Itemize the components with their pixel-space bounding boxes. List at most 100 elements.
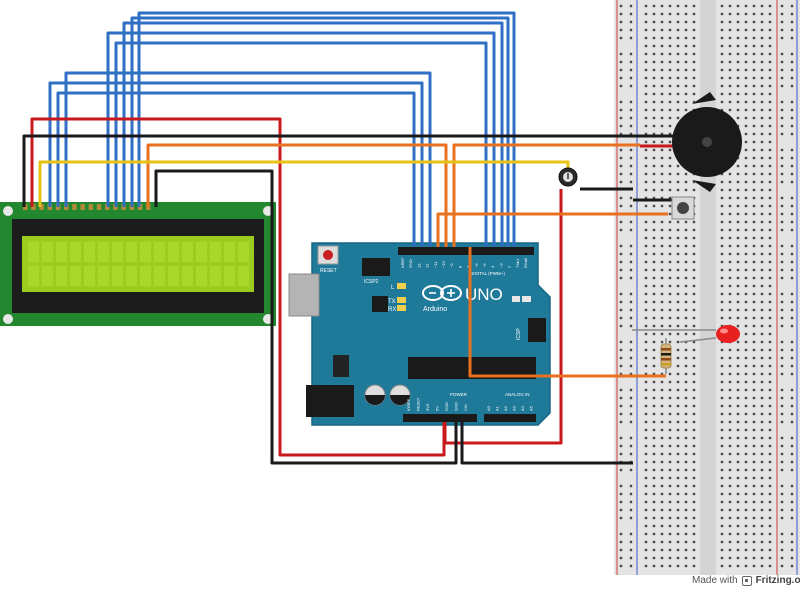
breadboard-hole [760,468,764,472]
breadboard-hole [660,396,664,400]
breadboard-hole [652,484,656,488]
breadboard-hole [676,460,680,464]
breadboard-hole [660,340,664,344]
breadboard-hole [668,500,672,504]
breadboard-hole [676,516,680,520]
breadboard-hole [790,36,794,40]
breadboard-hole [736,108,740,112]
usb-chip [372,296,388,312]
breadboard-hole [684,44,688,48]
breadboard-hole [728,532,732,536]
breadboard-hole [668,196,672,200]
breadboard-hole [652,28,656,32]
breadboard-hole [736,260,740,264]
wire [436,212,668,247]
breadboard-hole [668,292,672,296]
lcd-char-cell [224,266,235,286]
breadboard-hole [780,508,784,512]
breadboard-hole [720,564,724,568]
breadboard-hole [629,268,633,272]
breadboard-hole [720,452,724,456]
breadboard-hole [780,324,784,328]
breadboard-hole [629,308,633,312]
breadboard-hole [668,236,672,240]
breadboard-hole [684,372,688,376]
breadboard-hole [790,420,794,424]
breadboard-hole [720,52,724,56]
breadboard-hole [652,420,656,424]
breadboard-hole [790,484,794,488]
breadboard-hole [736,164,740,168]
on-led-pad [522,296,531,302]
breadboard-hole [619,444,623,448]
breadboard-hole [728,84,732,88]
breadboard-hole [768,460,772,464]
breadboard-hole [768,372,772,376]
breadboard-hole [780,252,784,256]
breadboard-hole [684,252,688,256]
breadboard-hole [744,548,748,552]
breadboard-hole [768,68,772,72]
breadboard-hole [629,276,633,280]
breadboard-hole [768,140,772,144]
breadboard-hole [676,316,680,320]
breadboard-hole [736,428,740,432]
breadboard-hole [790,372,794,376]
breadboard-hole [752,524,756,528]
breadboard-hole [760,252,764,256]
breadboard-hole [619,228,623,232]
breadboard-hole [644,284,648,288]
breadboard-hole [629,300,633,304]
breadboard-hole [728,388,732,392]
breadboard-hole [684,60,688,64]
breadboard-hole [684,292,688,296]
breadboard-hole [684,172,688,176]
made-with-text: Made with [692,575,738,586]
breadboard-hole [790,244,794,248]
breadboard-hole [728,44,732,48]
breadboard-hole [728,468,732,472]
breadboard-hole [660,284,664,288]
breadboard-hole [752,508,756,512]
breadboard-hole [768,108,772,112]
breadboard-hole [668,420,672,424]
breadboard-hole [676,564,680,568]
breadboard-hole [780,300,784,304]
breadboard-hole [676,244,680,248]
lcd-char-cell [210,242,221,262]
lcd-char-cell [70,266,81,286]
breadboard-hole [780,108,784,112]
breadboard-hole [676,44,680,48]
breadboard-hole [728,236,732,240]
breadboard-hole [676,276,680,280]
breadboard-hole [629,60,633,64]
breadboard-hole [692,388,696,392]
breadboard-hole [752,108,756,112]
breadboard-hole [728,540,732,544]
breadboard-hole [752,84,756,88]
breadboard-hole [752,156,756,160]
breadboard-hole [692,508,696,512]
breadboard-hole [752,92,756,96]
breadboard-hole [768,76,772,80]
breadboard-hole [684,28,688,32]
breadboard-hole [684,20,688,24]
breadboard-hole [760,564,764,568]
digital-pin-label: 7 [466,265,471,268]
breadboard-hole [692,76,696,80]
breadboard-hole [768,388,772,392]
breadboard-hole [744,428,748,432]
breadboard-hole [629,404,633,408]
breadboard-hole [644,140,648,144]
breadboard-hole [676,252,680,256]
breadboard-hole [684,428,688,432]
breadboard-hole [684,284,688,288]
breadboard-hole [760,348,764,352]
breadboard-hole [692,460,696,464]
breadboard-hole [736,380,740,384]
lcd-char-cell [28,242,39,262]
breadboard-hole [629,148,633,152]
breadboard-hole [736,228,740,232]
breadboard-hole [752,556,756,560]
breadboard-hole [790,60,794,64]
